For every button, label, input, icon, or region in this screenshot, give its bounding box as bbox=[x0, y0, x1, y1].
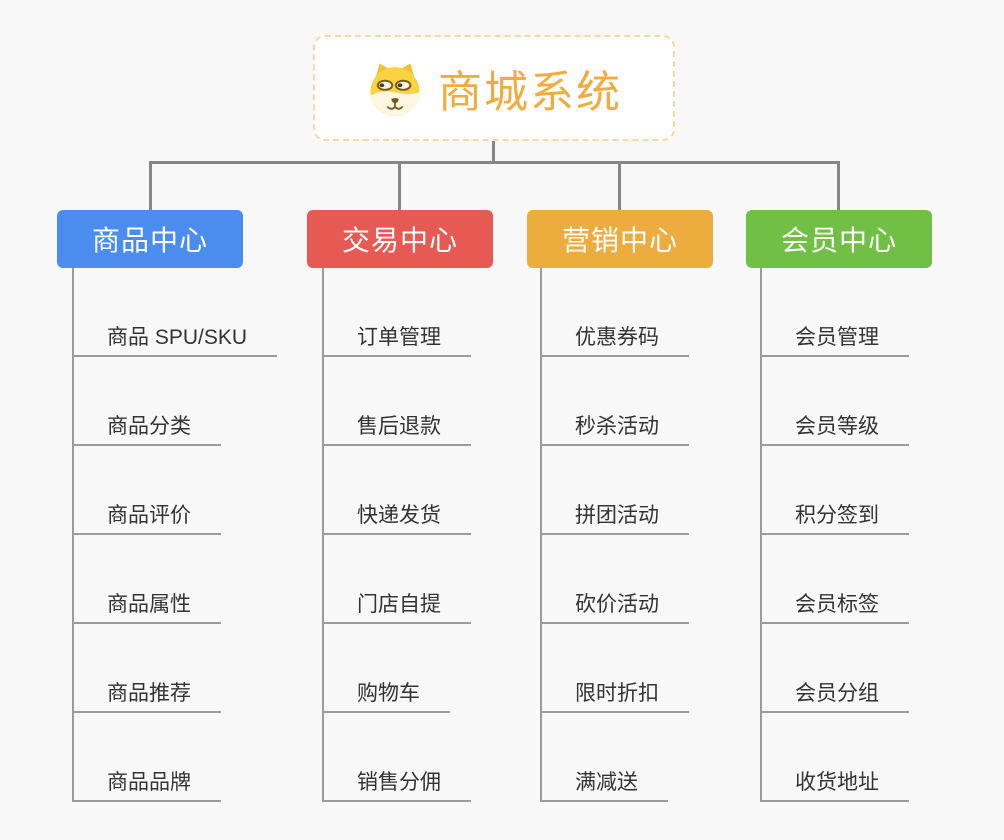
mindmap-item[interactable]: 商品评价 bbox=[72, 499, 221, 535]
mindmap-item[interactable]: 商品 SPU/SKU bbox=[72, 321, 278, 357]
mindmap-item[interactable]: 限时折扣 bbox=[540, 677, 689, 713]
mindmap-item[interactable]: 商品分类 bbox=[72, 410, 221, 446]
root-title: 商城系统 bbox=[438, 68, 622, 117]
branch-spine-line bbox=[540, 268, 542, 802]
branch-node-trade-center[interactable]: 交易中心 bbox=[307, 210, 493, 268]
mindmap-item[interactable]: 门店自提 bbox=[322, 588, 471, 624]
branch-spine-line bbox=[322, 268, 324, 802]
mindmap-item[interactable]: 会员标签 bbox=[760, 588, 909, 624]
branch-drop-line bbox=[149, 161, 152, 210]
mindmap-item[interactable]: 收货地址 bbox=[760, 766, 909, 802]
mindmap-item[interactable]: 购物车 bbox=[322, 677, 450, 713]
branch-node-product-center[interactable]: 商品中心 bbox=[57, 210, 243, 268]
dog-face-icon bbox=[366, 59, 424, 117]
mindmap-item[interactable]: 会员等级 bbox=[760, 410, 909, 446]
mindmap-item[interactable]: 优惠券码 bbox=[540, 321, 689, 357]
mindmap-item[interactable]: 订单管理 bbox=[322, 321, 471, 357]
root-node[interactable]: 商城系统 bbox=[313, 35, 675, 141]
mindmap-item[interactable]: 商品属性 bbox=[72, 588, 221, 624]
branch-drop-line bbox=[837, 161, 840, 210]
root-connector-line bbox=[492, 141, 495, 162]
mindmap-item[interactable]: 会员分组 bbox=[760, 677, 909, 713]
mindmap-item[interactable]: 积分签到 bbox=[760, 499, 909, 535]
mindmap-item[interactable]: 商品品牌 bbox=[72, 766, 221, 802]
mindmap-item[interactable]: 拼团活动 bbox=[540, 499, 689, 535]
branch-drop-line bbox=[618, 161, 621, 210]
branch-node-member-center[interactable]: 会员中心 bbox=[746, 210, 932, 268]
mindmap-item[interactable]: 砍价活动 bbox=[540, 588, 689, 624]
branch-node-marketing-center[interactable]: 营销中心 bbox=[527, 210, 713, 268]
mindmap-item[interactable]: 商品推荐 bbox=[72, 677, 221, 713]
branch-spine-line bbox=[760, 268, 762, 802]
mindmap-item[interactable]: 售后退款 bbox=[322, 410, 471, 446]
mindmap-item[interactable]: 秒杀活动 bbox=[540, 410, 689, 446]
branch-horizontal-connector bbox=[149, 161, 840, 164]
mindmap-item[interactable]: 满减送 bbox=[540, 766, 668, 802]
branch-drop-line bbox=[398, 161, 401, 210]
mindmap-item[interactable]: 快递发货 bbox=[322, 499, 471, 535]
branch-spine-line bbox=[72, 268, 74, 802]
mindmap-item[interactable]: 会员管理 bbox=[760, 321, 909, 357]
mindmap-item[interactable]: 销售分佣 bbox=[322, 766, 471, 802]
